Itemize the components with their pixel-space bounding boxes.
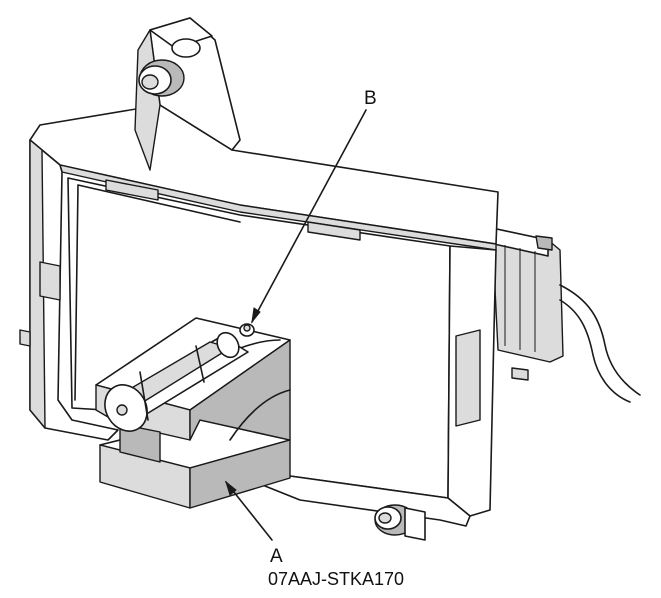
callout-a-label: A [270, 546, 283, 567]
cylindrical-part [104, 323, 255, 432]
wire-harness-connector [491, 227, 641, 403]
leader-line-a [225, 480, 273, 541]
tool-part-number: 07AAJ-STKA170 [268, 569, 404, 589]
lower-bolt [374, 504, 426, 541]
mounting-boss [134, 17, 241, 171]
leader-line-b [251, 109, 367, 324]
callout-b-label: B [364, 88, 377, 109]
